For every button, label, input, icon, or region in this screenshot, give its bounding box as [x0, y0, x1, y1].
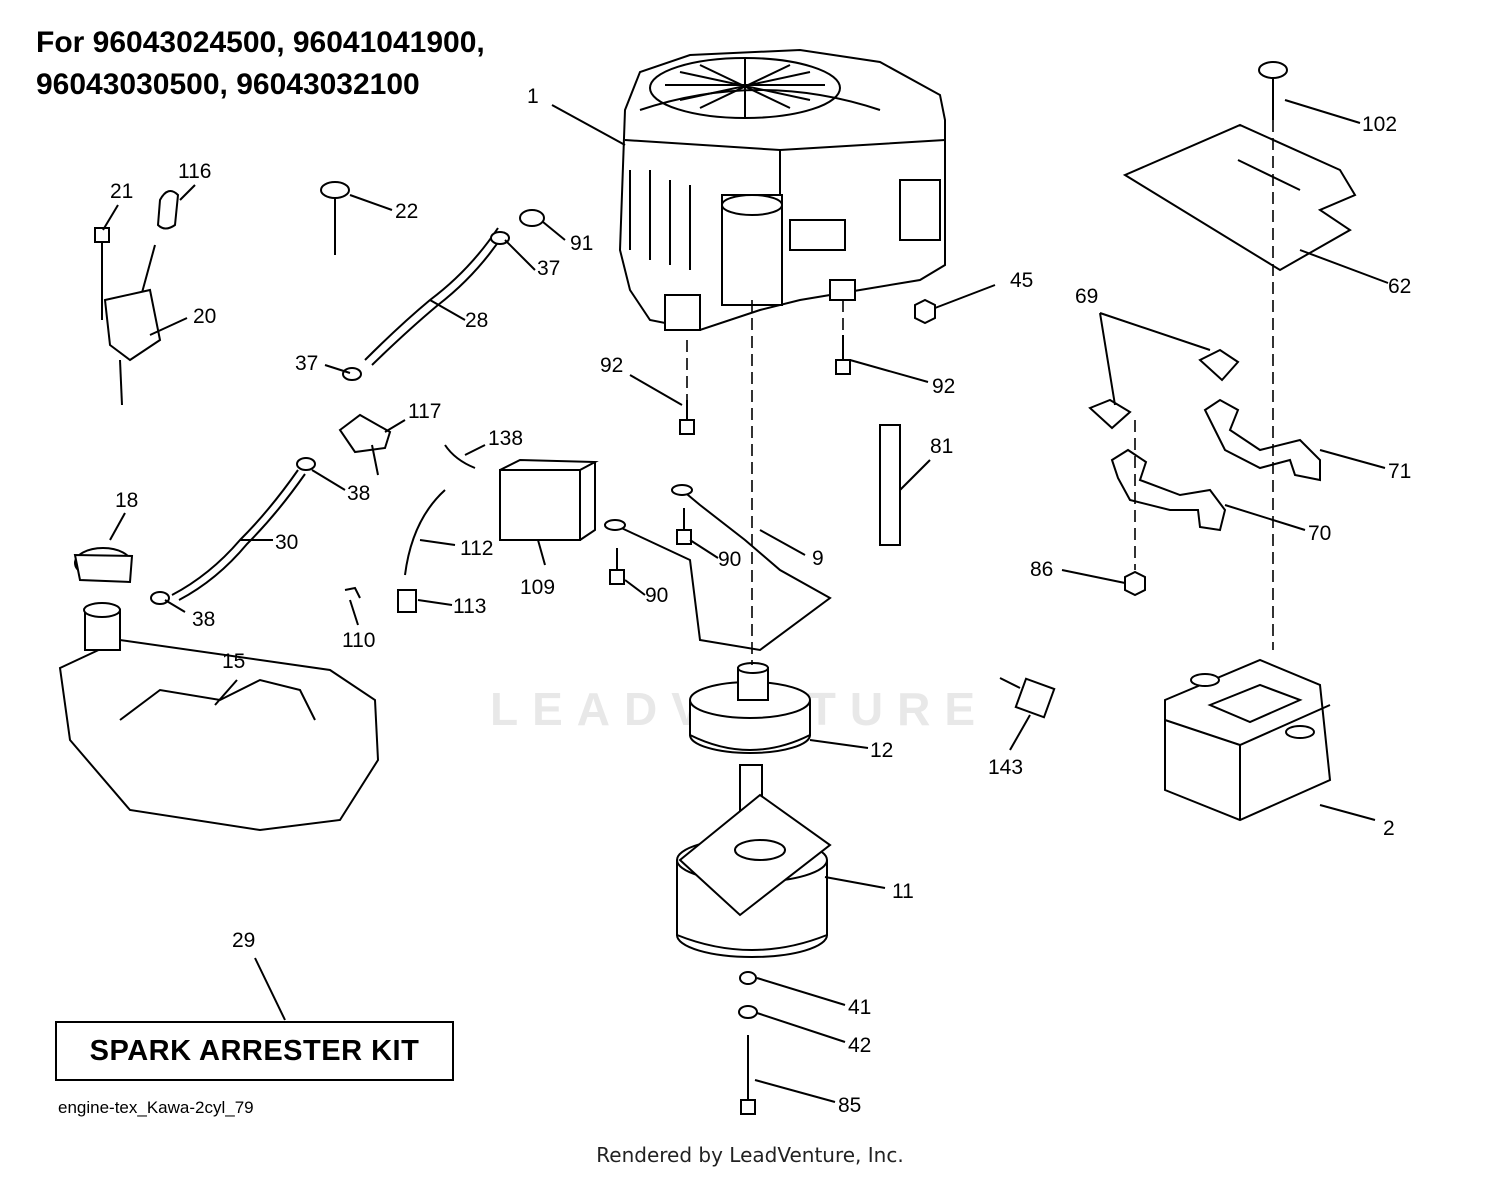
nut-86-part [1124, 570, 1146, 597]
spark-arrester-kit-label: SPARK ARRESTER KIT [55, 1021, 454, 1081]
part-label-62: 62 [1388, 275, 1411, 298]
bracket-9-part [604, 484, 832, 652]
title-line-2: 96043030500, 96043032100 [36, 68, 420, 101]
part-label-21: 21 [110, 180, 133, 203]
part-label-45: 45 [1010, 269, 1033, 292]
part-label-37b: 37 [295, 352, 318, 375]
small-hoses-part [344, 444, 476, 613]
fuel-line-28-part [342, 209, 545, 381]
part-label-29: 29 [232, 929, 255, 952]
part-label-20: 20 [193, 305, 216, 328]
part-label-113: 113 [453, 595, 486, 618]
gaskets-69-part [1088, 348, 1240, 430]
part-label-42: 42 [848, 1034, 871, 1057]
center-lines [686, 120, 1274, 665]
part-label-37a: 37 [537, 257, 560, 280]
bolt-92-left [679, 400, 695, 435]
part-label-38a: 38 [347, 482, 370, 505]
engine-part [618, 48, 946, 332]
part-label-2: 2 [1383, 817, 1395, 840]
part-label-70: 70 [1308, 522, 1331, 545]
footer-credit: Rendered by LeadVenture, Inc. [596, 1143, 904, 1167]
part-label-143: 143 [988, 756, 1023, 779]
fuel-valve-part [338, 413, 392, 476]
part-label-86: 86 [1030, 558, 1053, 581]
title-line-1: For 96043024500, 96041041900, [36, 26, 485, 59]
throttle-control-part [94, 190, 180, 406]
part-label-91: 91 [570, 232, 593, 255]
nut-45-part [914, 298, 936, 325]
bolt-85-part [740, 1035, 756, 1115]
part-label-18: 18 [115, 489, 138, 512]
part-label-11: 11 [892, 880, 914, 903]
part-label-38b: 38 [192, 608, 215, 631]
part-label-12: 12 [870, 739, 893, 762]
part-label-9: 9 [812, 547, 824, 570]
heat-shield-part [1122, 61, 1357, 272]
washer-41-part [739, 971, 757, 985]
part-label-1: 1 [527, 85, 539, 108]
bolt-92-right [835, 335, 851, 375]
part-label-92b: 92 [932, 375, 955, 398]
clutch-11-part [676, 793, 832, 958]
diagram-title: For 96043024500, 96041041900, 9604303050… [36, 22, 485, 106]
drawing-id: engine-tex_Kawa-2cyl_79 [58, 1098, 254, 1117]
choke-knob-part [320, 181, 350, 255]
part-label-117: 117 [408, 400, 441, 423]
part-label-109: 109 [520, 576, 555, 599]
sensor-143-part [999, 677, 1056, 719]
part-label-41: 41 [848, 996, 871, 1019]
part-label-112: 112 [460, 537, 493, 560]
washer-42-part [738, 1005, 758, 1019]
part-label-92a: 92 [600, 354, 623, 377]
part-label-102: 102 [1362, 113, 1397, 136]
part-label-69: 69 [1075, 285, 1098, 308]
leader-lines [102, 99, 1389, 1103]
part-label-81: 81 [930, 435, 953, 458]
part-label-30: 30 [275, 531, 298, 554]
part-label-138: 138 [488, 427, 523, 450]
part-label-110: 110 [342, 629, 375, 652]
relay-part [499, 458, 599, 541]
part-label-28: 28 [465, 309, 488, 332]
part-label-116: 116 [178, 160, 211, 183]
pulley-12-part [689, 662, 811, 811]
part-label-15: 15 [222, 650, 245, 673]
part-label-90b: 90 [645, 584, 668, 607]
fuel-tank-part [58, 547, 380, 832]
part-label-90a: 90 [718, 548, 741, 571]
exhaust-pipe-70-part [1110, 448, 1227, 532]
part-label-85: 85 [838, 1094, 861, 1117]
exhaust-pipe-71-part [1203, 398, 1321, 482]
rod-81-part [879, 424, 901, 546]
part-label-71: 71 [1388, 460, 1411, 483]
part-label-22: 22 [395, 200, 418, 223]
part-labels: 1 2 9 11 12 15 18 20 21 22 28 29 30 37 3… [110, 85, 1411, 1117]
muffler-part [1164, 658, 1332, 822]
